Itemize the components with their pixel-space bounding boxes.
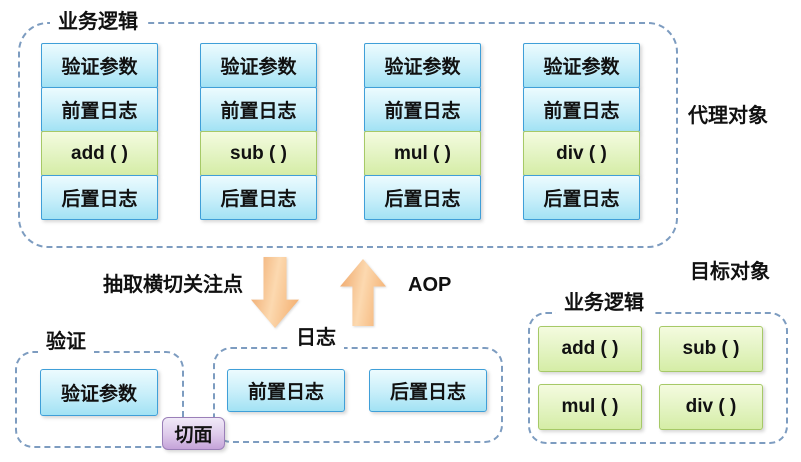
pre-log-box: 前置日志	[227, 369, 345, 412]
validation-group-frame	[15, 351, 184, 448]
proxy-cell-validate: 验证参数	[364, 43, 481, 88]
proxy-cell-pre-log: 前置日志	[364, 87, 481, 132]
validation-param-box: 验证参数	[40, 369, 158, 416]
proxy-cell-validate: 验证参数	[523, 43, 640, 88]
proxy-cell-post-log: 后置日志	[41, 175, 158, 220]
target-object-title: 目标对象	[690, 261, 770, 283]
logging-group-label: 日志	[288, 327, 344, 349]
proxy-cell-validate: 验证参数	[41, 43, 158, 88]
up-arrow-icon	[340, 259, 386, 326]
proxy-column-add: 验证参数 前置日志 add ( ) 后置日志	[41, 43, 158, 220]
proxy-side-label: 代理对象	[688, 105, 768, 127]
target-group-label: 业务逻辑	[556, 292, 652, 314]
proxy-cell-pre-log: 前置日志	[523, 87, 640, 132]
post-log-box: 后置日志	[369, 369, 487, 412]
proxy-cell-validate: 验证参数	[200, 43, 317, 88]
proxy-cell-method: sub ( )	[200, 131, 317, 176]
proxy-cell-post-log: 后置日志	[523, 175, 640, 220]
proxy-column-div: 验证参数 前置日志 div ( ) 后置日志	[523, 43, 640, 220]
proxy-cell-post-log: 后置日志	[364, 175, 481, 220]
proxy-cell-method: mul ( )	[364, 131, 481, 176]
proxy-cell-pre-log: 前置日志	[200, 87, 317, 132]
proxy-cell-method: div ( )	[523, 131, 640, 176]
proxy-group-label: 业务逻辑	[50, 11, 146, 33]
proxy-column-mul: 验证参数 前置日志 mul ( ) 后置日志	[364, 43, 481, 220]
proxy-cell-method: add ( )	[41, 131, 158, 176]
logging-group-frame	[213, 347, 503, 443]
target-add-box: add ( )	[538, 326, 642, 372]
aspect-chip: 切面	[162, 417, 225, 450]
extract-concerns-label: 抽取横切关注点	[103, 274, 243, 296]
proxy-cell-post-log: 后置日志	[200, 175, 317, 220]
proxy-group-frame	[18, 22, 678, 248]
target-mul-box: mul ( )	[538, 384, 642, 430]
validation-group-label: 验证	[38, 331, 94, 353]
aop-label: AOP	[408, 274, 452, 296]
proxy-column-sub: 验证参数 前置日志 sub ( ) 后置日志	[200, 43, 317, 220]
target-div-box: div ( )	[659, 384, 763, 430]
target-group-frame	[528, 312, 788, 444]
target-sub-box: sub ( )	[659, 326, 763, 372]
proxy-cell-pre-log: 前置日志	[41, 87, 158, 132]
down-arrow-icon	[251, 257, 299, 328]
